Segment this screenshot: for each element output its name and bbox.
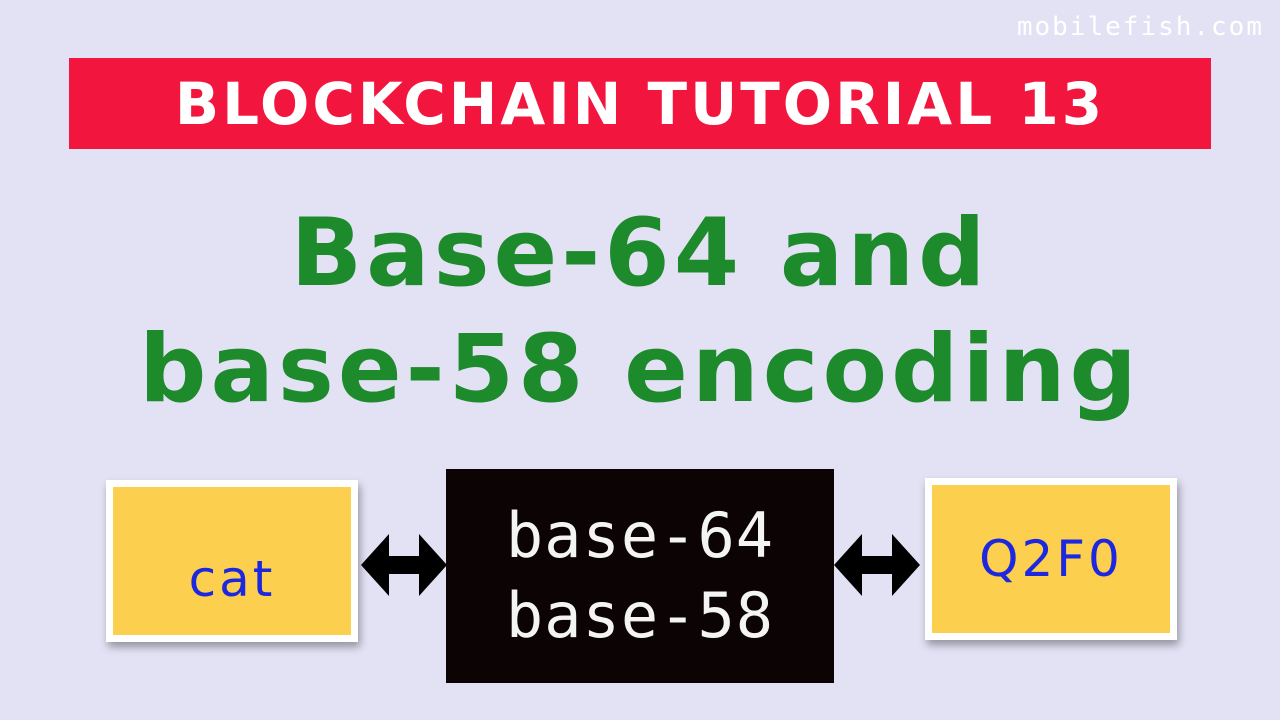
title-line-1: Base-64 and [290, 199, 990, 308]
double-headed-arrow-icon [361, 534, 447, 596]
board-base58-label: base-58 [505, 579, 775, 652]
plain-text-note: cat [106, 480, 358, 642]
double-headed-arrow-icon [834, 534, 920, 596]
board-base64-label: base-64 [505, 499, 775, 572]
encoding-chalkboard: base-64 base-58 [446, 469, 834, 683]
banner-title: BLOCKCHAIN TUTORIAL 13 [174, 69, 1106, 138]
main-title: Base-64 and base-58 encoding [0, 196, 1280, 428]
encoded-text-note: Q2F0 [925, 478, 1177, 640]
banner: BLOCKCHAIN TUTORIAL 13 [69, 58, 1211, 149]
encoded-text-label: Q2F0 [979, 530, 1123, 588]
title-line-2: base-58 encoding [139, 315, 1141, 424]
plain-text-label: cat [188, 550, 276, 608]
watermark: mobilefish.com [1016, 12, 1264, 42]
